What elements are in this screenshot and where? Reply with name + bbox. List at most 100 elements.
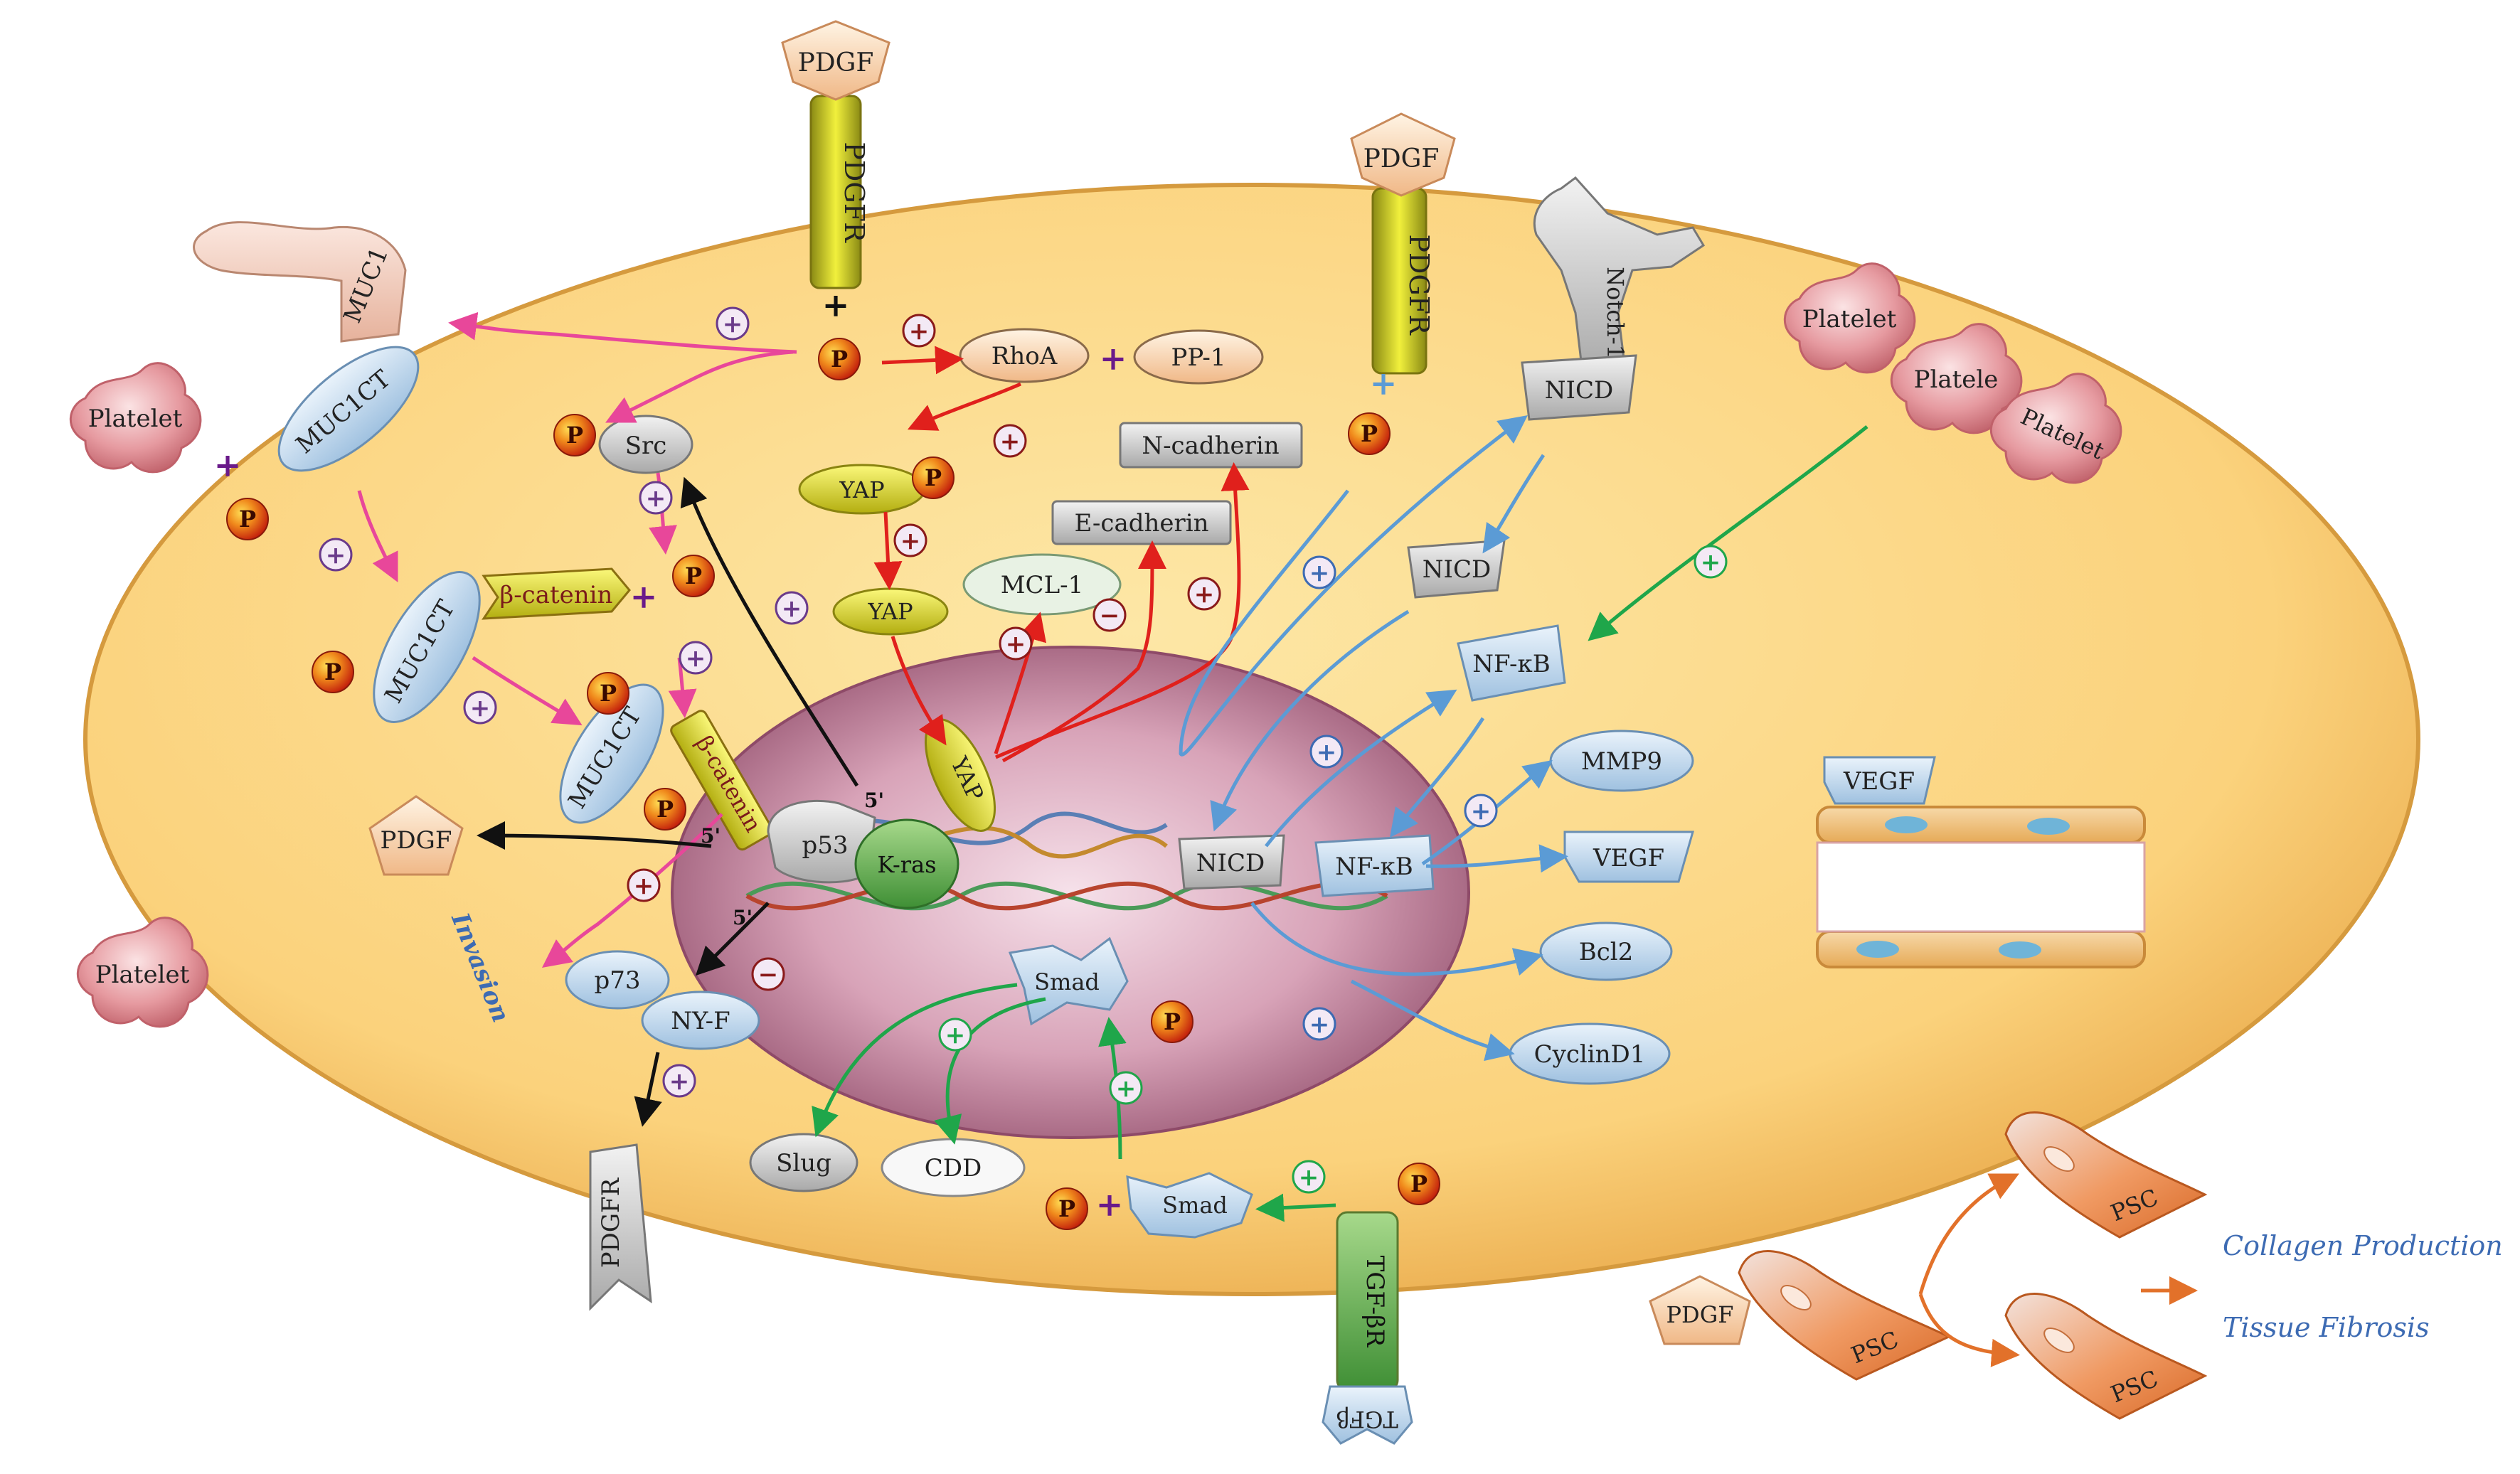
e-cadherin-label: E-cadherin	[1074, 509, 1208, 538]
plus-sign: +	[646, 484, 666, 513]
vegf-label-2: VEGF	[1843, 767, 1915, 796]
mmp9-label: MMP9	[1581, 747, 1662, 776]
plus-sign: +	[909, 317, 930, 346]
plus-circle-icon: +	[319, 538, 353, 572]
src-label: Src	[625, 432, 667, 460]
mcl1-label: MCL-1	[1001, 571, 1084, 599]
plus-circle-icon: +	[938, 1018, 972, 1052]
plus-circle-icon: +	[1292, 1160, 1326, 1194]
phosphate-label: P	[656, 796, 674, 823]
plus-sign: +	[1317, 738, 1337, 767]
smad-label-2: Smad	[1162, 1192, 1228, 1219]
platelet-label-3: Platelet	[1802, 305, 1897, 333]
yap-node-2: YAP	[832, 587, 949, 636]
pdgfr-label-2: PDGFR	[1403, 234, 1435, 336]
e-cadherin-node: E-cadherin	[1051, 500, 1232, 545]
minus-circle-icon: −	[751, 957, 785, 991]
plus-circle-icon: +	[902, 314, 936, 348]
bcl2-node: Bcl2	[1539, 922, 1673, 981]
phosphate-label: P	[831, 346, 848, 373]
plus-circle-icon: +	[463, 690, 497, 725]
minus-sign: −	[758, 961, 779, 989]
phosphate-icon: P	[587, 672, 629, 715]
beta-catenin-node-1: β-catenin	[482, 567, 631, 620]
smad-node-1: Smad	[1008, 936, 1129, 1026]
plus-sign: +	[1701, 548, 1721, 577]
minus-circle-icon: −	[1092, 598, 1127, 632]
slug-label: Slug	[776, 1149, 831, 1177]
nyf-node: NY-F	[641, 990, 760, 1050]
tgfb-label: TGFβ	[1336, 1406, 1398, 1433]
slug-node: Slug	[749, 1133, 858, 1192]
red-arrows	[873, 346, 1250, 763]
p53-node: p53	[767, 799, 876, 884]
plus-sign: +	[326, 541, 346, 570]
plus-circle-icon: +	[1464, 794, 1498, 828]
n-cadherin-node: N-cadherin	[1119, 422, 1303, 469]
pdgfr-receptor-top-right: PDGFR PDGF	[1350, 112, 1456, 375]
yap-label-1: YAP	[839, 476, 884, 503]
smad-label-1: Smad	[1034, 968, 1100, 995]
kras-label: K-ras	[877, 851, 936, 878]
plus-circle-icon: +	[627, 868, 661, 902]
plus-circle-icon: +	[999, 626, 1033, 661]
p73-label: p73	[594, 966, 640, 995]
orange-arrows	[1918, 1173, 2198, 1367]
pdgf-label-4: PDGF	[1666, 1301, 1734, 1328]
platelet-label-2: Platelet	[95, 961, 190, 989]
vegf-node-2: VEGF	[1823, 756, 1936, 805]
platelet-right-3: Platelet	[1989, 373, 2122, 484]
plus-sign: +	[900, 527, 921, 555]
pink-arrows	[357, 311, 797, 968]
tgfbr-label: TGF-βR	[1361, 1256, 1389, 1348]
phosphate-label: P	[685, 562, 702, 589]
mmp9-node: MMP9	[1549, 730, 1694, 792]
pdgf-ligand-psc: PDGF	[1649, 1275, 1751, 1345]
plus-sign: +	[1471, 797, 1492, 826]
five-prime-marker: 5'	[733, 906, 753, 929]
plus-sign: +	[945, 1021, 966, 1050]
p73-node: p73	[565, 950, 670, 1010]
pdgf-label-2: PDGF	[1363, 144, 1440, 173]
minus-sign: −	[1100, 602, 1120, 630]
nyf-label: NY-F	[671, 1007, 730, 1035]
plus-sign: +	[1309, 559, 1330, 587]
psc-cell-1: PSC	[1738, 1250, 1952, 1381]
five-prime-marker: 5'	[701, 824, 721, 848]
blue-arrows	[1179, 415, 1568, 1062]
platelet-left-top: Platelet	[69, 362, 202, 474]
pdgf-ligand-left: PDGF	[368, 795, 464, 876]
plus-sign: +	[470, 694, 491, 722]
pdgfr-label-3: PDGFR	[597, 1177, 625, 1268]
n-cadherin-label: N-cadherin	[1142, 432, 1279, 460]
yap-label-2: YAP	[867, 598, 913, 625]
yap-node-3: YAP	[924, 717, 996, 833]
nfkb-label-2: NF-κB	[1335, 853, 1413, 881]
plus-circle-icon: +	[993, 424, 1027, 458]
muc1-protein: MUC1 MUC1CT	[193, 221, 420, 472]
phosphate-label: P	[925, 464, 942, 491]
blood-vessel	[1816, 806, 2146, 968]
pdgf-label-3: PDGF	[381, 826, 452, 855]
plus-circle-icon: +	[1302, 1007, 1336, 1041]
plus-sign: +	[1000, 427, 1021, 456]
plus-sign: +	[1309, 1010, 1330, 1039]
plus-sign: +	[634, 872, 654, 900]
platelet-right-2: Platele	[1890, 323, 2023, 434]
plus-sign: +	[822, 286, 850, 324]
plus-sign: +	[214, 446, 242, 484]
p53-label: p53	[802, 831, 848, 860]
plus-signs: + + + + + +	[214, 286, 1398, 1224]
cell-nucleus	[671, 646, 1470, 1139]
psc-cell-3: PSC	[2004, 1293, 2208, 1420]
phosphate-label: P	[1058, 1195, 1075, 1222]
plus-sign: +	[1370, 364, 1398, 402]
phosphate-label: P	[600, 680, 617, 707]
pdgfr-label-1: PDGFR	[839, 141, 870, 243]
black-arrows	[477, 476, 859, 1127]
platelet-label-4: Platele	[1914, 365, 1999, 394]
phosphate-icon: P	[818, 338, 861, 380]
legend-collagen: Collagen Production	[2223, 1230, 2503, 1261]
kras-node: K-ras	[854, 818, 959, 909]
nfkb-node-2: NF-κB	[1314, 834, 1435, 897]
